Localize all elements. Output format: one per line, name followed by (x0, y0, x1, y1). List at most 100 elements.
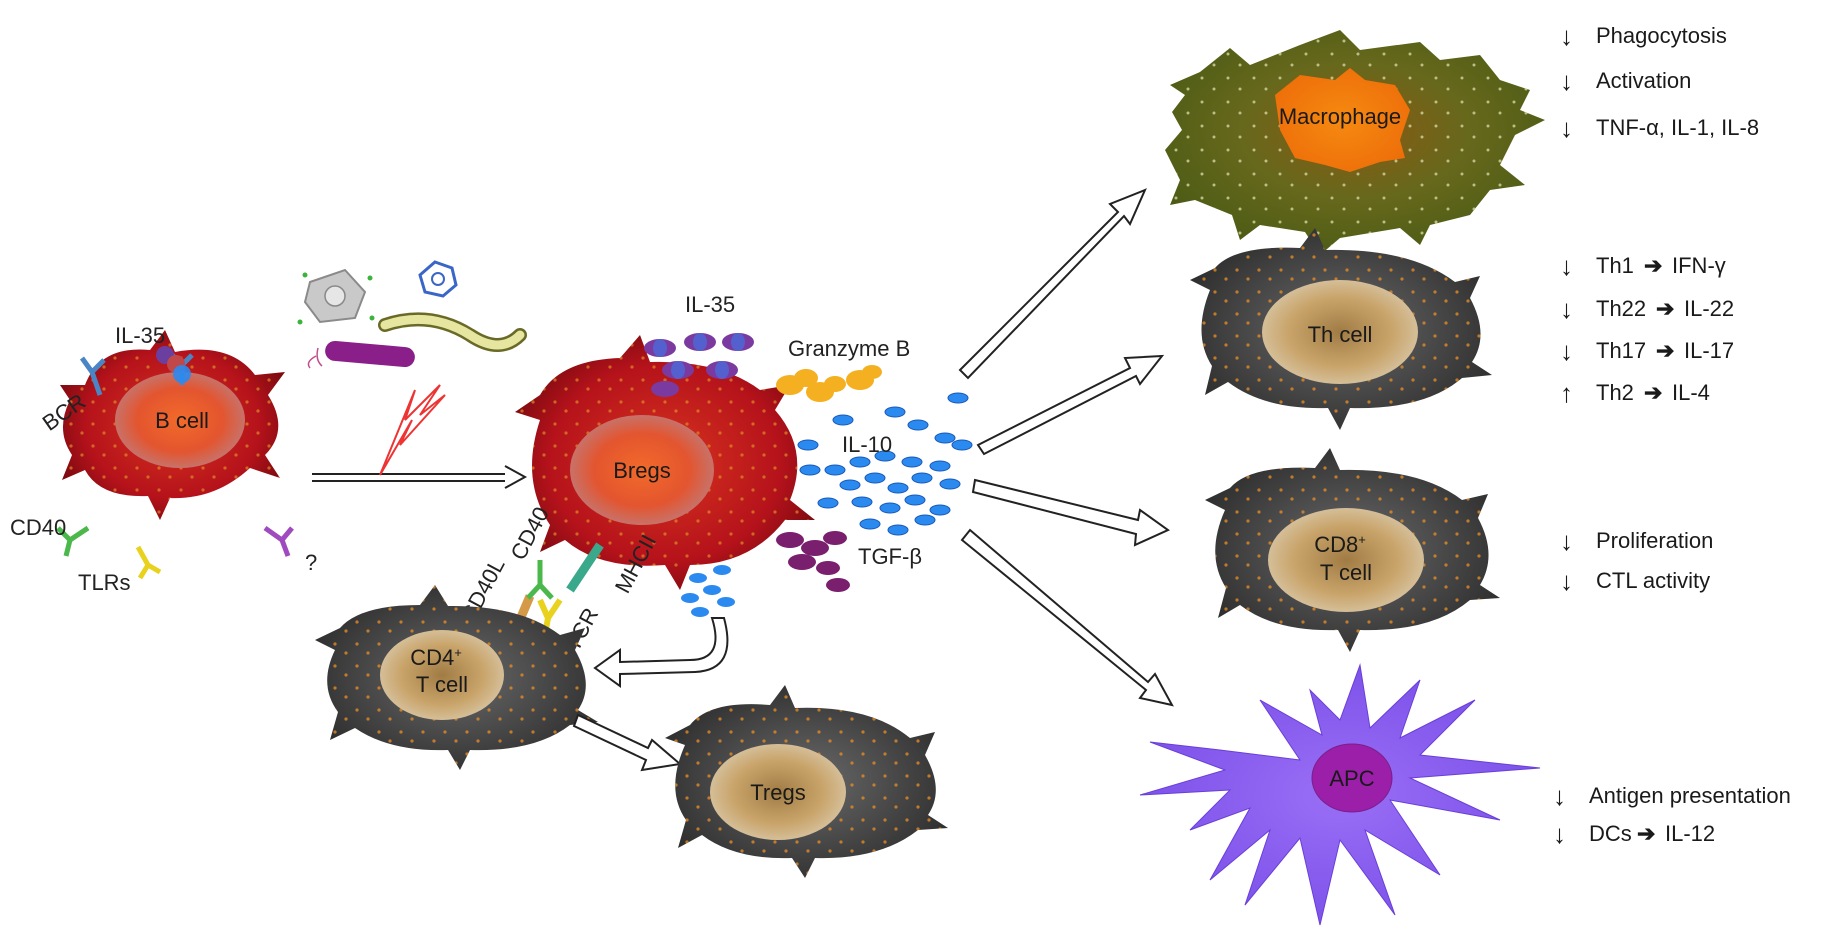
th-cell-effect-item: ↓ Th1 ➔ IFN-γ (1560, 251, 1726, 281)
th-cell-effect-item: ↓ Th17 ➔ IL-17 (1560, 336, 1734, 366)
bcr-receptor-icon (79, 356, 106, 396)
effect-target-label: IL-4 (1672, 380, 1710, 405)
macrophage-effect-item: ↓ TNF-α, IL-1, IL-8 (1560, 113, 1759, 143)
apc-label: APC (1329, 766, 1374, 791)
tlr-receptor-icon (135, 545, 162, 580)
effect-label: Proliferation (1596, 528, 1713, 553)
il10-droplets-bottom (681, 565, 735, 617)
th-cell: Th cell (1190, 228, 1492, 430)
tregs-cell: Tregs (665, 685, 948, 878)
macrophage-effect-item: ↓ Phagocytosis (1560, 21, 1727, 51)
arrow-to-macrophage (958, 188, 1147, 380)
bregs-nucleus (570, 415, 714, 525)
right-arrow-icon: ➔ (1644, 253, 1662, 278)
cd8-label-line1: CD8+ (1314, 532, 1366, 557)
il10-label: IL-10 (842, 432, 892, 457)
apc-cell: APC (1139, 663, 1541, 926)
differentiation-arrow (312, 465, 528, 489)
granzyme-b-label: Granzyme B (788, 336, 910, 361)
apc-nucleus (1311, 743, 1393, 813)
arrow-down-icon: ↓ (1560, 526, 1573, 556)
arrow-down-icon: ↓ (1560, 336, 1573, 366)
mhcii-molecule-icon (566, 542, 604, 593)
bregs-label: Bregs (613, 458, 670, 483)
effect-label: Antigen presentation (1589, 783, 1791, 808)
th-cell-label: Th cell (1308, 322, 1373, 347)
effect-source-label: DCs (1589, 821, 1632, 846)
cd40-breg-label: CD40 (505, 503, 553, 564)
cd4-label-line1: CD4+ (410, 645, 462, 670)
virus-icon (297, 268, 375, 325)
tregs-label: Tregs (750, 780, 805, 805)
unknown-receptor-label: ? (305, 550, 317, 575)
right-arrow-icon: ➔ (1656, 296, 1674, 321)
arrow-down-icon: ↓ (1560, 21, 1573, 51)
th-cell-effect-item: ↑Th2➔IL-4 (1560, 378, 1710, 408)
worm-icon (378, 312, 527, 352)
cd8-t-cell: CD8+ T cell (1205, 448, 1500, 652)
cd8-label-line2: T cell (1320, 560, 1372, 585)
arrow-to-cd8 (971, 478, 1170, 547)
b-cell-nucleus (115, 372, 245, 468)
il35-label: IL-35 (685, 292, 735, 317)
b-cell: B cell (60, 330, 285, 520)
tregs-nucleus (710, 744, 846, 840)
cd40-receptor-icon (56, 525, 90, 557)
macrophage-nucleus (1275, 68, 1410, 172)
effect-target-label: IL-22 (1684, 296, 1734, 321)
cd4-to-tregs-arrow (572, 713, 683, 772)
arrow-to-apc (960, 528, 1174, 707)
effect-source-label: Th1 (1596, 253, 1634, 278)
il35-b-label: IL-35 (115, 323, 165, 348)
effect-source-label: Th17 (1596, 338, 1646, 363)
cd4-t-cell: CD4+ T cell (315, 585, 598, 770)
granzyme-b-cluster (776, 365, 882, 402)
th-cell-nucleus (1262, 280, 1418, 384)
il10-cluster (797, 392, 973, 536)
effect-label: Activation (1596, 68, 1691, 93)
unknown-receptor-icon (263, 525, 294, 557)
effect-target-label: IFN-γ (1672, 253, 1726, 278)
effect-label: CTL activity (1596, 568, 1710, 593)
bregs-cell: Bregs (515, 335, 815, 590)
cd8-effect-item: ↓ Proliferation (1560, 526, 1713, 556)
effect-label: Phagocytosis (1596, 23, 1727, 48)
cd8-nucleus (1268, 508, 1424, 612)
th-cell-effect-item: ↓Th22➔IL-22 (1560, 294, 1734, 324)
arrow-down-icon: ↓ (1553, 781, 1566, 811)
right-arrow-icon: ➔ (1656, 338, 1674, 363)
tgf-beta-cluster (776, 531, 850, 592)
right-arrow-icon: ➔ (1637, 821, 1655, 846)
apc-effect-item: ↓ Antigen presentation (1553, 781, 1791, 811)
polyhedral-virus-icon (418, 260, 458, 298)
cd4-nucleus (380, 630, 504, 720)
tlrs-label: TLRs (78, 570, 131, 595)
arrow-to-th-cell (976, 354, 1165, 456)
bacterium-icon (307, 340, 415, 369)
cd40-breg-receptor-icon (526, 560, 554, 600)
arrow-up-icon: ↑ (1560, 378, 1573, 408)
macrophage-label: Macrophage (1279, 104, 1401, 129)
effect-source-label: Th2 (1596, 380, 1634, 405)
il35-molecule-icon (156, 346, 191, 383)
arrow-down-icon: ↓ (1560, 113, 1573, 143)
effect-label: TNF-α, IL-1, IL-8 (1596, 115, 1759, 140)
bregs-to-cd4-arrow (593, 617, 729, 688)
effect-target-label: IL-17 (1684, 338, 1734, 363)
arrow-down-icon: ↓ (1560, 66, 1573, 96)
arrow-down-icon: ↓ (1560, 251, 1573, 281)
arrow-down-icon: ↓ (1553, 819, 1566, 849)
target-arrows (958, 188, 1174, 707)
apc-effect-item: ↓ DCs➔ IL-12 (1553, 819, 1715, 849)
macrophage-effect-item: ↓ Activation (1560, 66, 1691, 96)
effects-layer: ↓ Phagocytosis ↓ Activation ↓ TNF-α, IL-1, IL… (1553, 21, 1791, 849)
il35-cluster (644, 333, 754, 397)
cd4-label-line2: T cell (416, 672, 468, 697)
macrophage-cell: Macrophage (1165, 30, 1545, 255)
arrow-down-icon: ↓ (1560, 566, 1573, 596)
cd40-b-label: CD40 (10, 515, 66, 540)
effect-source-label: Th22 (1596, 296, 1646, 321)
stimulus-lightning-icon (379, 384, 446, 476)
effect-target-label: IL-12 (1665, 821, 1715, 846)
